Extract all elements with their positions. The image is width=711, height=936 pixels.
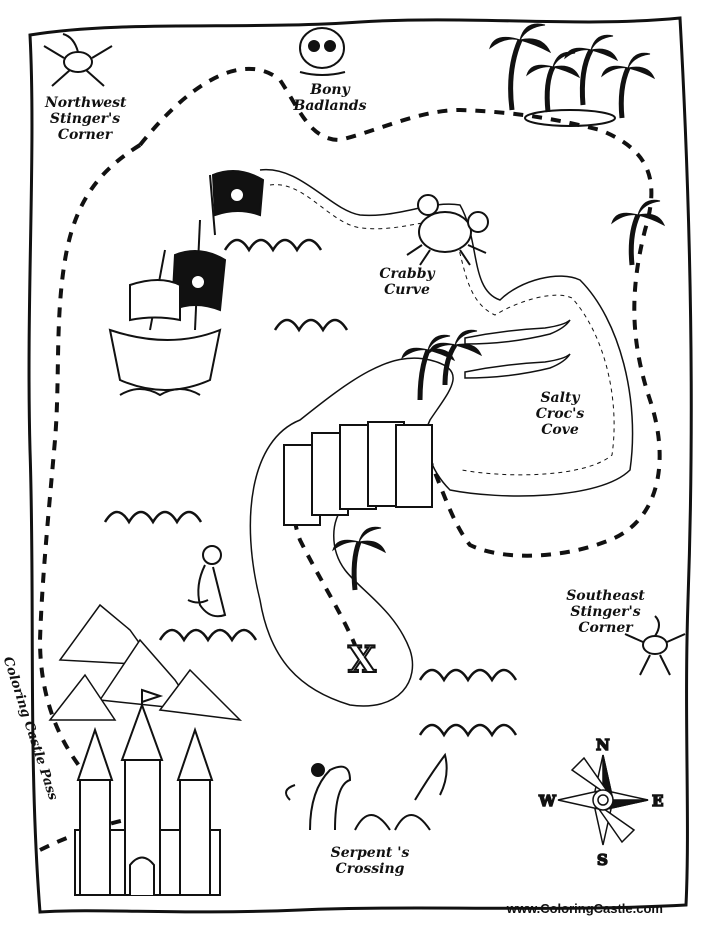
pirate-ship-icon — [108, 170, 265, 397]
compass-north: N — [596, 736, 610, 754]
bridge — [283, 421, 433, 526]
label-serpents-crossing: Serpent 's Crossing — [330, 845, 410, 877]
site-credit: www.ColoringCastle.com — [506, 901, 663, 916]
svg-text:X: X — [348, 639, 376, 681]
sea-serpent-icon — [285, 752, 448, 831]
crab-icon — [406, 194, 489, 266]
label-bony-badlands: Bony Badlands — [293, 82, 367, 114]
skull-icon — [299, 27, 346, 76]
compass-south: S — [597, 851, 608, 869]
label-salty-crocs-cove: Salty Croc's Cove — [535, 390, 585, 438]
waves — [103, 238, 518, 738]
river-inner — [269, 184, 615, 476]
label-crabby-curve: Crabby Curve — [379, 266, 435, 298]
mermaid-icon — [187, 545, 227, 618]
compass-rose-icon: N S E W — [537, 735, 664, 870]
scorpion-icon — [43, 33, 686, 676]
castle-icon — [74, 688, 221, 896]
trail-path-west — [37, 143, 142, 792]
palm-tree-icon — [332, 23, 666, 591]
map-border — [27, 16, 693, 914]
compass-east: E — [652, 792, 663, 810]
compass-west: W — [538, 792, 557, 810]
treasure-x-icon: X — [347, 638, 377, 682]
label-southeast-stingers-corner: Southeast Stinger's Corner — [566, 588, 645, 636]
crocodile-icon — [464, 319, 571, 379]
mountains-icon — [48, 603, 243, 722]
label-northwest-stingers-corner: Northwest Stinger's Corner — [45, 95, 127, 143]
